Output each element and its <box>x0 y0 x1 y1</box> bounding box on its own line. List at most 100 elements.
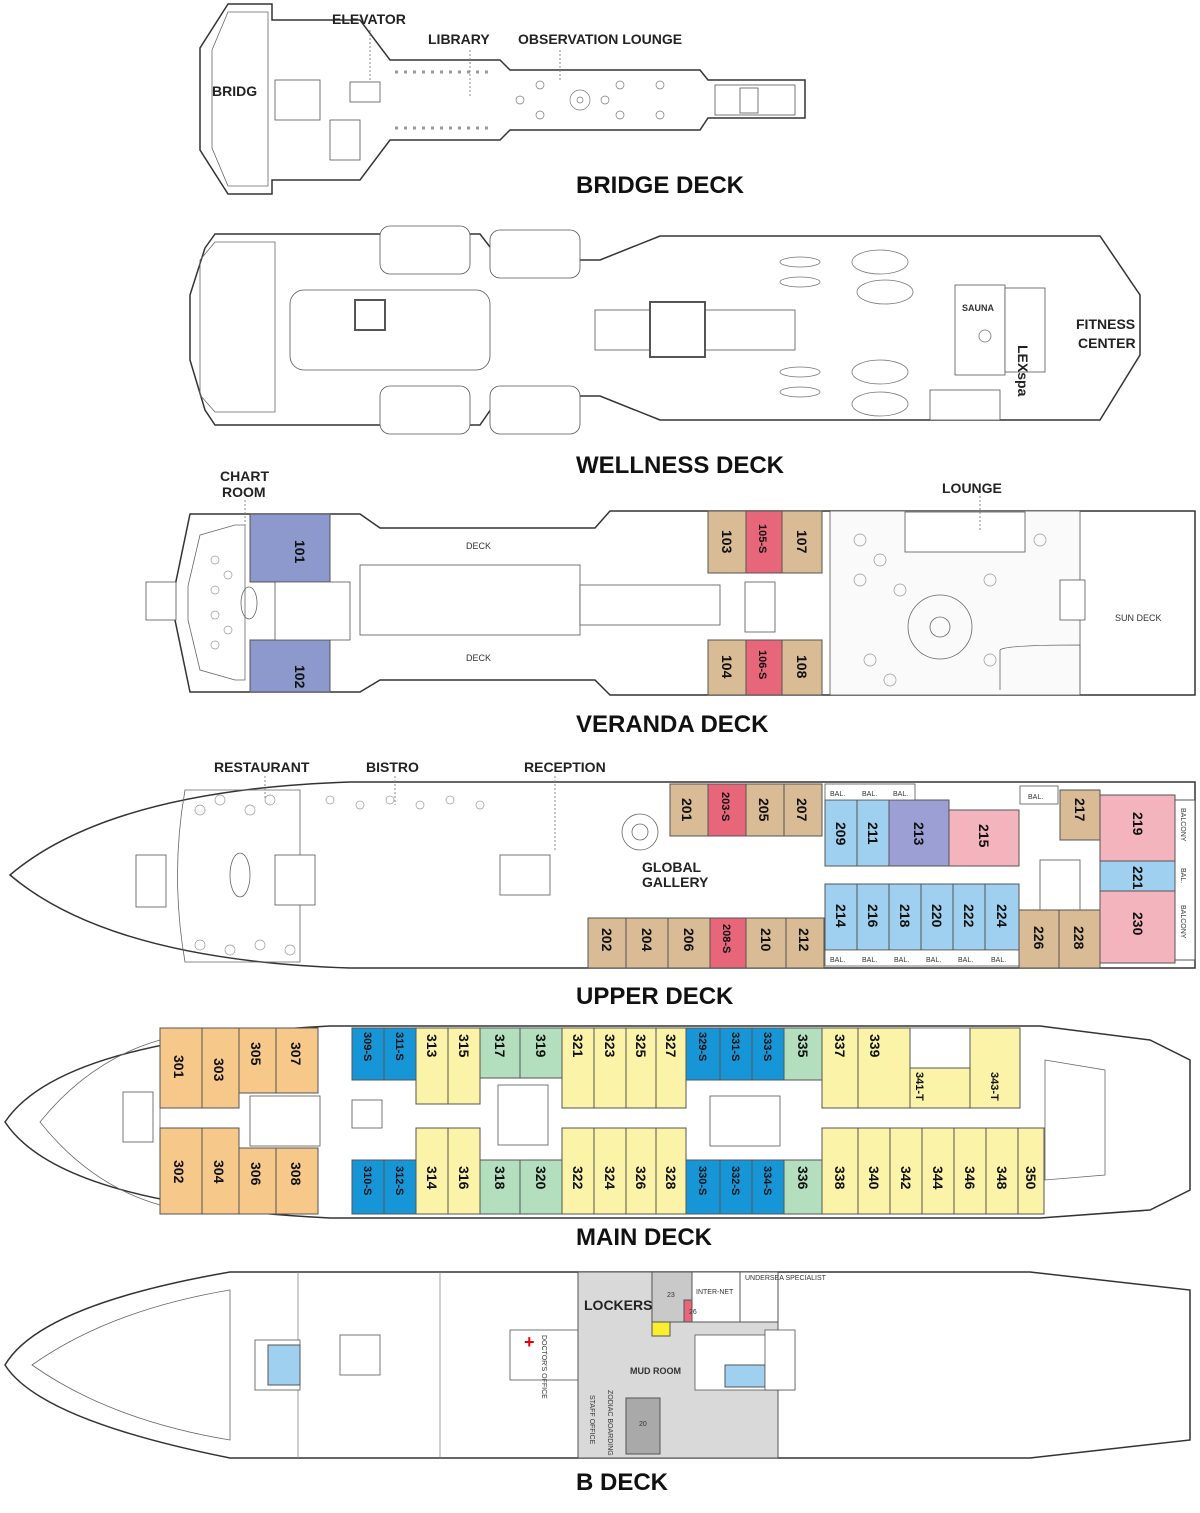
cabin-323 <box>593 1027 627 1109</box>
cabin-341-t <box>909 1067 971 1109</box>
cabin-339-label: 339 <box>867 1034 883 1058</box>
cabin-204-label: 204 <box>639 928 655 952</box>
global-gallery-label-2: GALLERY <box>642 874 709 890</box>
cabin-216 <box>856 883 890 951</box>
cabin-216-label: 216 <box>865 904 881 928</box>
bal-label-222: BAL. <box>958 957 973 964</box>
cabin-333-s <box>751 1027 785 1081</box>
deck-top-label: DECK <box>466 541 491 551</box>
cabin-201 <box>669 783 709 837</box>
cabin-206 <box>667 917 711 969</box>
cabin-230-label: 230 <box>1130 912 1146 936</box>
cabin-106-s-label: 106-S <box>756 650 768 679</box>
cabin-340-label: 340 <box>866 1166 882 1190</box>
cabin-202-label: 202 <box>599 928 615 952</box>
sun-deck-label: SUN DECK <box>1115 613 1162 623</box>
cabin-207 <box>783 783 823 837</box>
cabin-310-s-label: 310-S <box>361 1166 373 1195</box>
cabin-306 <box>238 1147 277 1215</box>
cabin-211 <box>856 799 890 867</box>
cabin-228 <box>1058 909 1101 969</box>
cabin-202 <box>587 917 627 969</box>
cabin-340 <box>857 1127 891 1215</box>
cabin-306-label: 306 <box>248 1162 264 1186</box>
bal-label-209: BAL. <box>830 791 845 798</box>
mud-room-label: MUD ROOM <box>630 1366 681 1376</box>
global-gallery-label-1: GLOBAL <box>642 859 702 875</box>
cabin-301-label: 301 <box>171 1055 187 1079</box>
cabin-103 <box>707 510 747 574</box>
cabin-337-label: 337 <box>832 1034 848 1058</box>
cabin-327 <box>655 1027 687 1109</box>
cabin-203-s-label: 203-S <box>719 792 731 821</box>
cabin-334-s <box>751 1159 785 1215</box>
cabin-213 <box>888 799 950 867</box>
cabin-325-label: 325 <box>633 1034 649 1058</box>
cabin-309-s-label: 309-S <box>361 1032 373 1061</box>
cabin-321-label: 321 <box>570 1034 586 1058</box>
cabin-222-label: 222 <box>961 904 977 928</box>
cabin-346 <box>953 1127 987 1215</box>
svg-text:+: + <box>524 1332 535 1352</box>
cabin-205-label: 205 <box>756 798 772 822</box>
cabin-337 <box>821 1027 859 1109</box>
cabin-342 <box>889 1127 923 1215</box>
wellness-deck: SAUNA LEXspa FITNESS CENTER WELLNESS DEC… <box>189 225 1141 479</box>
cabin-219 <box>1099 794 1176 862</box>
main-deck-bottom-labels: 302 304 306 308 310-S 312-S 314 316 318 … <box>171 1160 1039 1195</box>
library-label: LIBRARY <box>428 31 490 47</box>
cabin-206-label: 206 <box>681 928 697 952</box>
main-deck-top-labels: 301 303 305 307 309-S 311-S 313 315 317 … <box>171 1032 1000 1101</box>
b-deck: + LOCKERS MUD ROOM DOCTOR'S OFFICE STAFF… <box>4 1271 1191 1496</box>
cabin-302-label: 302 <box>171 1160 187 1184</box>
cabin-108-label: 108 <box>794 655 810 679</box>
cabin-307-label: 307 <box>288 1042 304 1066</box>
cabin-105-s-label: 105-S <box>756 524 768 553</box>
cabin-208-s-label: 208-S <box>720 924 732 953</box>
cabin-204 <box>625 917 669 969</box>
cabin-339 <box>857 1027 911 1109</box>
cabin-350-label: 350 <box>1023 1166 1039 1190</box>
cabin-313-label: 313 <box>424 1034 440 1058</box>
cabin-102-label: 102 <box>292 665 308 689</box>
cabin-101-label: 101 <box>292 540 308 564</box>
reception-label: RECEPTION <box>524 759 606 775</box>
cabin-316 <box>447 1127 481 1215</box>
cabin-107 <box>781 510 823 574</box>
restaurant-label: RESTAURANT <box>214 759 310 775</box>
cabin-336-label: 336 <box>795 1166 811 1190</box>
cabin-314-label: 314 <box>424 1166 440 1190</box>
staff-office-label: STAFF OFFICE <box>588 1395 595 1445</box>
cabin-341-t-label: 341-T <box>913 1072 925 1101</box>
bridge-deck: BRIDG ELEVATOR LIBRARY OBSERVATION LOUNG… <box>199 3 806 199</box>
cabin-315-label: 315 <box>456 1034 472 1058</box>
cabin-330-s-label: 330-S <box>696 1166 708 1195</box>
cabin-210 <box>745 917 787 969</box>
cabin-308-label: 308 <box>288 1162 304 1186</box>
cabin-224-label: 224 <box>994 904 1010 928</box>
cabin-101 <box>249 513 331 583</box>
bal-label-218: BAL. <box>894 957 909 964</box>
cabin-217-label: 217 <box>1072 798 1088 822</box>
fitness-label-2: CENTER <box>1078 335 1136 351</box>
cabin-320 <box>519 1159 563 1215</box>
balcony-label-219: BALCONY <box>1179 808 1186 842</box>
cabin-344-label: 344 <box>930 1166 946 1190</box>
cabin-301 <box>159 1027 203 1109</box>
cabin-304-label: 304 <box>211 1160 227 1184</box>
cabin-221-label: 221 <box>1130 866 1146 890</box>
cabin-333-s-label: 333-S <box>761 1032 773 1061</box>
cabin-210-label: 210 <box>758 928 774 952</box>
doctors-office-label: DOCTOR'S OFFICE <box>540 1335 547 1399</box>
observation-lounge-label: OBSERVATION LOUNGE <box>518 31 682 47</box>
main-deck-title: MAIN DECK <box>576 1224 713 1251</box>
main-deck: 301 303 305 307 309-S 311-S 313 315 317 … <box>4 1025 1191 1251</box>
cabin-203-s <box>707 783 747 837</box>
undersea-specialist-label: UNDERSEA SPECIALIST <box>745 1275 827 1282</box>
bal-label-224: BAL. <box>991 957 1006 964</box>
cabin-343-t-label: 343-T <box>988 1072 1000 1101</box>
cabin-311-s-label: 311-S <box>393 1032 405 1061</box>
cabin-228-label: 228 <box>1071 926 1087 950</box>
cabin-326 <box>625 1127 657 1215</box>
